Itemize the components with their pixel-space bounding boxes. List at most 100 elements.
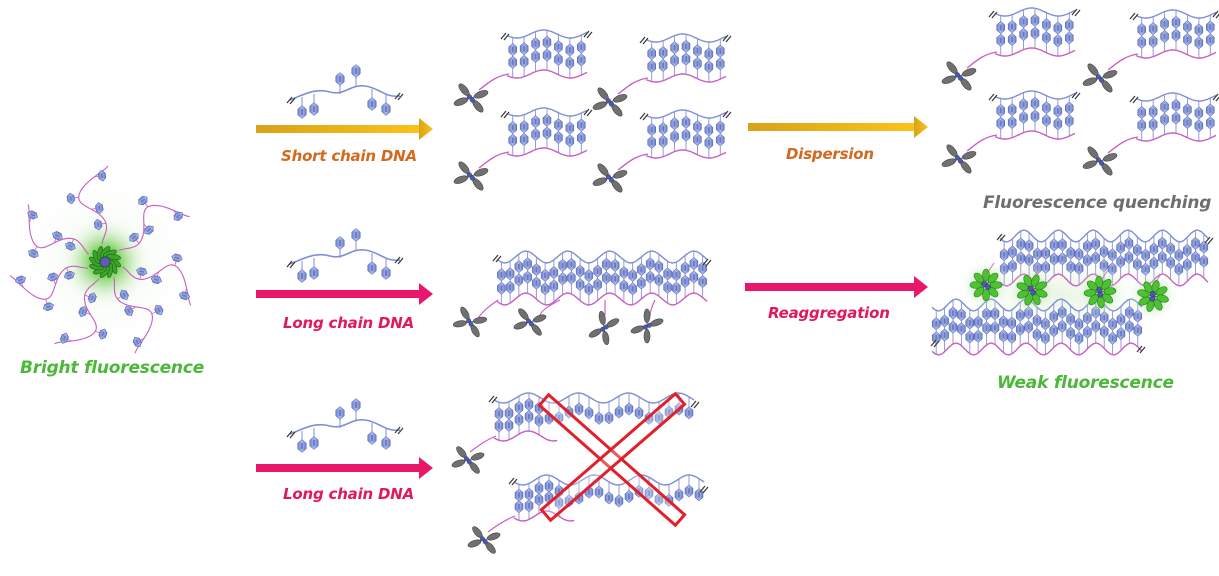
nucleotide-base xyxy=(610,272,620,286)
nucleotide-base xyxy=(647,59,656,73)
nucleotide-base xyxy=(1066,260,1075,274)
nucleotide-base xyxy=(1124,250,1134,264)
nucleotide-base xyxy=(1133,323,1143,337)
nucleotide-base xyxy=(716,57,725,71)
nucleotide-base xyxy=(575,264,585,278)
aggregated-dye xyxy=(960,259,1012,311)
nucleotide-base xyxy=(698,261,707,275)
nucleotide-base xyxy=(524,487,534,501)
long-chain-dna-icon-2 xyxy=(286,398,404,453)
nucleotide-base xyxy=(1041,317,1050,331)
nucleotide-base xyxy=(52,231,63,241)
dye-tether xyxy=(478,73,510,91)
strand-break-mark xyxy=(492,254,502,263)
nucleotide-base xyxy=(647,47,656,61)
dye-core-atom xyxy=(482,539,488,545)
dye-phenyl-ring xyxy=(1083,289,1097,297)
strand-break-mark xyxy=(286,260,296,269)
strand-break-mark xyxy=(722,34,732,43)
dna-strand-bottom xyxy=(931,342,1143,356)
nucleotide-base xyxy=(584,282,594,296)
dye-phenyl-ring xyxy=(1103,70,1118,79)
nucleotide-base xyxy=(1108,248,1117,262)
strand-break-mark xyxy=(488,395,498,404)
dye-core-atom xyxy=(466,459,472,465)
nucleotide-base xyxy=(1137,118,1146,132)
dye-tether xyxy=(478,151,510,169)
dye-phenyl-ring xyxy=(973,286,985,298)
dye-phenyl-ring xyxy=(592,101,607,110)
nucleotide-base xyxy=(1091,237,1100,251)
nucleotide-base xyxy=(1171,98,1181,112)
nucleotide-base xyxy=(658,58,668,72)
nucleotide-base xyxy=(957,308,966,322)
base-linker xyxy=(84,294,90,298)
nucleotide-base xyxy=(1007,103,1017,117)
nucleotide-base xyxy=(663,267,672,281)
dna-strand-bottom xyxy=(496,292,708,306)
dna-strand-top xyxy=(496,250,708,264)
strand-break-mark xyxy=(394,92,404,101)
dye-core-atom xyxy=(1096,287,1102,293)
long-chain-arrow-2 xyxy=(256,457,433,479)
dye-core-atom xyxy=(1150,290,1156,297)
nucleotide-base xyxy=(637,263,646,277)
cross-bar-2 xyxy=(539,391,687,523)
short-chain-dna-label: Short chain DNA xyxy=(281,147,417,165)
nucleotide-base xyxy=(604,411,614,425)
dye-phenyl-ring xyxy=(982,268,990,282)
nucleotide-base xyxy=(297,105,307,119)
dye-phenyl-ring xyxy=(1137,289,1150,298)
nucleotide-base xyxy=(931,331,941,345)
nucleotide-base xyxy=(549,279,559,293)
dna-strand-top xyxy=(645,109,727,119)
arrow-shaft xyxy=(256,290,421,298)
nucleotide-base xyxy=(973,315,983,329)
dye-phenyl-ring xyxy=(470,452,485,461)
reaggregation-label: Reaggregation xyxy=(768,304,890,322)
nucleotide-base xyxy=(1049,238,1059,252)
nucleotide-base xyxy=(663,280,672,294)
base-linker xyxy=(101,222,107,225)
nucleotide-base xyxy=(1206,20,1215,34)
dye-molecule xyxy=(592,87,628,117)
nucleotide-base xyxy=(604,491,614,505)
nucleotide-base xyxy=(704,60,714,74)
dna-strand-top xyxy=(994,90,1076,100)
dye-core-atom xyxy=(1098,77,1105,83)
dye-core-atom xyxy=(605,174,611,180)
nucleotide-base xyxy=(973,329,983,343)
base-linker xyxy=(91,208,97,210)
arrow-head xyxy=(419,457,433,479)
dye-phenyl-ring xyxy=(941,75,956,84)
dye-phenyl-ring xyxy=(106,253,121,261)
dye-core-atom xyxy=(466,318,472,324)
dye-core-atom xyxy=(469,175,476,181)
dye-phenyl-ring xyxy=(962,68,977,77)
strand-break-mark xyxy=(988,10,998,19)
dye-core-atom xyxy=(528,321,534,327)
dye-core-atom xyxy=(468,321,474,327)
nucleotide-base xyxy=(542,113,552,127)
dye-core-atom xyxy=(603,324,609,330)
nucleotide-base xyxy=(87,292,97,304)
nucleotide-base xyxy=(628,268,637,282)
nucleotide-base xyxy=(523,270,532,284)
nucleotide-base xyxy=(996,21,1005,35)
dispersion-arrow xyxy=(748,116,928,138)
nucleotide-base xyxy=(1007,316,1017,330)
base-linker xyxy=(94,175,99,178)
strand-break-mark xyxy=(639,36,649,45)
nucleotide-base xyxy=(531,127,540,141)
nucleotide-base xyxy=(524,499,534,513)
nucleotide-base xyxy=(534,493,544,507)
base-linker xyxy=(53,238,57,244)
nucleotide-base xyxy=(1174,262,1184,276)
dna-strand-top xyxy=(506,107,588,117)
dye-tether xyxy=(469,435,497,453)
strand-break-mark xyxy=(394,256,404,265)
micelle-dna-arm xyxy=(54,278,100,345)
nucleotide-base xyxy=(93,218,103,231)
strand-break-mark xyxy=(1136,345,1146,354)
